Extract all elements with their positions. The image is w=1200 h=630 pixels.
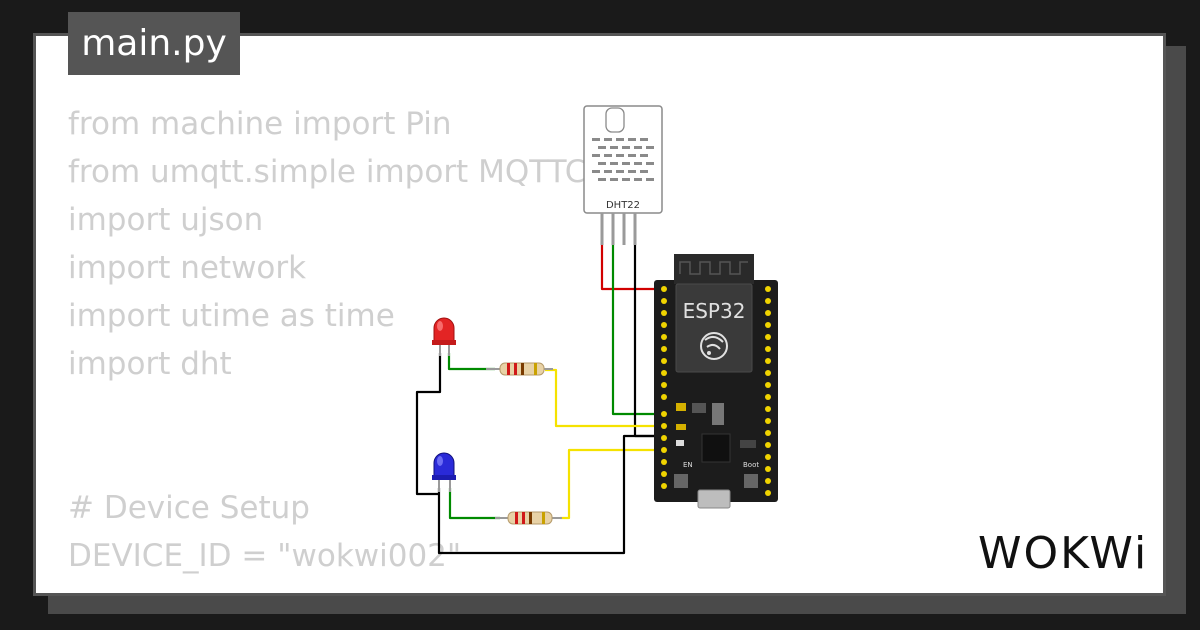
- led-red[interactable]: [432, 317, 456, 356]
- boot-button[interactable]: [744, 474, 758, 488]
- wires: [415, 245, 660, 555]
- esp32-label: ESP32: [683, 299, 746, 323]
- usb-port: [697, 489, 731, 509]
- filename-tab[interactable]: main.py: [68, 12, 240, 75]
- wokwi-logo: WOKWi: [978, 528, 1149, 579]
- wire-green-led2: [448, 488, 500, 520]
- code-line: # Device Setup: [68, 490, 310, 526]
- code-line: from machine import Pin: [68, 106, 452, 142]
- wire-red: [600, 245, 660, 291]
- code-line: import ujson: [68, 202, 264, 238]
- wire-green: [611, 245, 660, 416]
- esp32-pins-right: [765, 286, 771, 496]
- wire-yellow-top: [545, 368, 660, 428]
- dht22-sensor[interactable]: DHT22: [583, 105, 663, 245]
- en-button[interactable]: [674, 474, 688, 488]
- dht22-label: DHT22: [606, 200, 640, 211]
- en-label: EN: [683, 461, 693, 469]
- code-line: import network: [68, 250, 307, 286]
- esp32-board[interactable]: ESP32 EN Boot: [654, 254, 778, 509]
- boot-label: Boot: [743, 461, 759, 469]
- led-blue[interactable]: [432, 452, 456, 492]
- esp32-pins-left: [661, 286, 667, 489]
- resistor-2[interactable]: [495, 511, 562, 525]
- code-line: DEVICE_ID = "wokwi002": [68, 538, 462, 574]
- code-line: import dht: [68, 346, 232, 382]
- code-line: import utime as time: [68, 298, 395, 334]
- espressif-logo-icon: [700, 332, 728, 360]
- wire-green-led1: [447, 353, 495, 371]
- wire-black-led2: [437, 434, 660, 555]
- wire-black-led1: [415, 353, 442, 496]
- code-line: from umqtt.simple import MQTTClient: [68, 154, 655, 190]
- wire-yellow-bottom: [560, 448, 660, 520]
- resistor-1[interactable]: [486, 362, 553, 376]
